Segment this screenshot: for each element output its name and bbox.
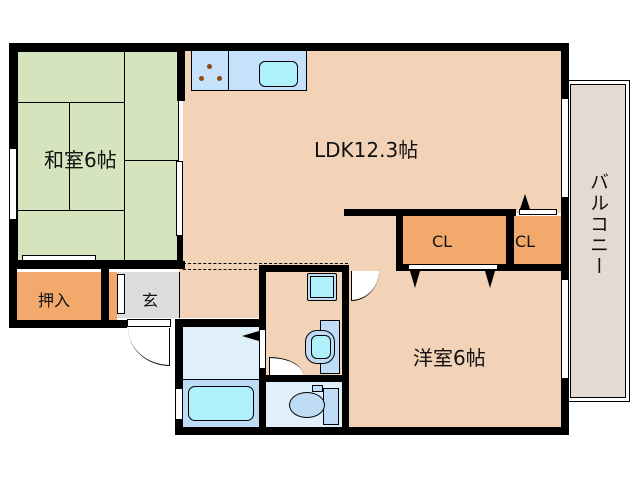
stove-divider [228,51,229,91]
washroom-door[interactable] [259,329,266,369]
wall-closet-top [344,209,516,216]
closet-door-marker [410,271,420,288]
hall-area [179,268,259,318]
wall-washitsu-ldk [177,43,185,101]
wall-bath-left [175,319,183,435]
washroom-door-marker [242,331,259,341]
yoshitsu-label: 洋室6帖 [413,346,486,370]
tatami-mat [17,210,125,261]
toilet-knob [312,385,323,392]
sink-icon [259,61,298,87]
washitsu-label: 和室6帖 [44,148,117,172]
wall-bottom-right [175,427,569,435]
washitsu-room [17,51,179,261]
oshiire [17,272,101,320]
closet-sliding-door[interactable] [408,264,498,270]
entrance-door-frame [127,319,171,327]
wall-closet-mid [396,209,403,271]
toilet-icon [289,392,325,418]
toilet-tank [323,388,339,425]
wall-toilet-top [266,375,342,382]
window-yoshitsu-balcony[interactable] [561,279,569,379]
basin-bowl [311,335,331,359]
bathtub-icon [188,386,254,421]
wall-washitsu-ldk-lower [177,236,183,269]
closet-2-door-marker [520,194,530,209]
wall-right [561,43,569,435]
balcony-floor [570,84,626,398]
wall-closet-divider [506,216,514,271]
washer-drum [310,276,334,298]
window-washitsu-right[interactable] [176,161,183,236]
yoshitsu-room [348,270,562,427]
ldk-room-lower [179,213,399,271]
window-ldk-balcony[interactable] [561,98,569,198]
window-washitsu-left[interactable] [9,148,17,220]
balcony-label: バルコニー [587,172,609,277]
room-boundary-dashed [183,263,348,264]
genkan-label: 玄 [142,291,159,310]
genkan-door[interactable] [117,274,125,314]
closet-1 [403,216,506,266]
burner-icon [217,76,222,81]
wall-yoshitsu-left [342,265,349,435]
tatami-mat [124,51,179,161]
entrance-door[interactable] [128,328,170,366]
oshiire-sliding-door[interactable] [22,255,96,261]
window-bath[interactable] [175,388,183,420]
wall-washitsu-bottom [9,261,185,269]
tatami-mat [17,51,125,103]
wall-top [9,43,569,51]
closet-2 [514,216,561,266]
wall-bath-top [175,319,266,327]
wall-hall-top [259,265,349,272]
burner-icon [207,64,212,69]
oshiire-label: 押入 [38,291,71,310]
closet-2-label: CL [515,232,536,251]
tatami-mat [124,160,179,261]
ldk-label: LDK12.3帖 [314,138,419,162]
closet-1-label: CL [432,232,453,251]
burner-icon [199,76,204,81]
wall-oshiire-right [101,269,109,328]
genkan-step [179,272,180,318]
wall-oshiire-bottom [9,320,127,328]
shoe-cabinet [109,272,117,320]
closet-door-marker [485,271,495,288]
closet-2-door[interactable] [519,209,557,215]
genkan [117,272,179,318]
